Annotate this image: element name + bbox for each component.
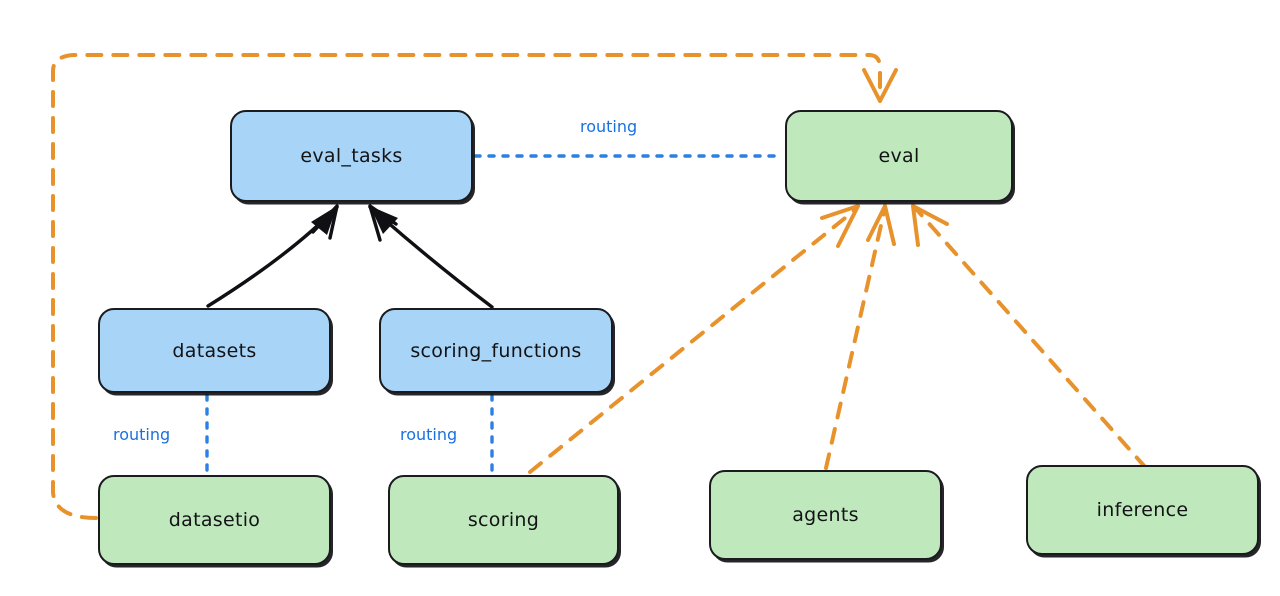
node-eval[interactable]: eval [785,110,1013,202]
node-inference[interactable]: inference [1026,465,1259,555]
node-label-scoring: scoring [467,509,540,531]
edge-agents-to-eval [824,204,896,470]
node-scoring-functions[interactable]: scoring_functions [379,308,613,393]
node-datasetio[interactable]: datasetio [98,475,331,565]
edge-datasets-to-eval_tasks [206,204,339,308]
edge-label-scoring_functions-routing: routing [400,425,458,444]
node-label-eval: eval [878,145,920,167]
node-datasets[interactable]: datasets [98,308,331,393]
node-label-eval-tasks: eval_tasks [300,145,403,167]
edge-label-datasets-routing: routing [113,425,171,444]
node-label-agents: agents [792,504,859,526]
node-label-inference: inference [1096,499,1189,521]
edge-datasetio-to-eval [51,53,898,520]
edge-label-eval_tasks-routing: routing [580,117,638,136]
node-eval-tasks[interactable]: eval_tasks [230,110,473,202]
node-label-scoring-functions: scoring_functions [410,339,582,362]
node-agents[interactable]: agents [709,470,942,560]
edge-scoring_functions-to-eval_tasks [368,204,494,309]
node-label-datasets: datasets [172,339,257,362]
node-scoring[interactable]: scoring [388,475,619,565]
node-label-datasetio: datasetio [168,509,261,531]
edge-inference-to-eval [911,204,1148,470]
